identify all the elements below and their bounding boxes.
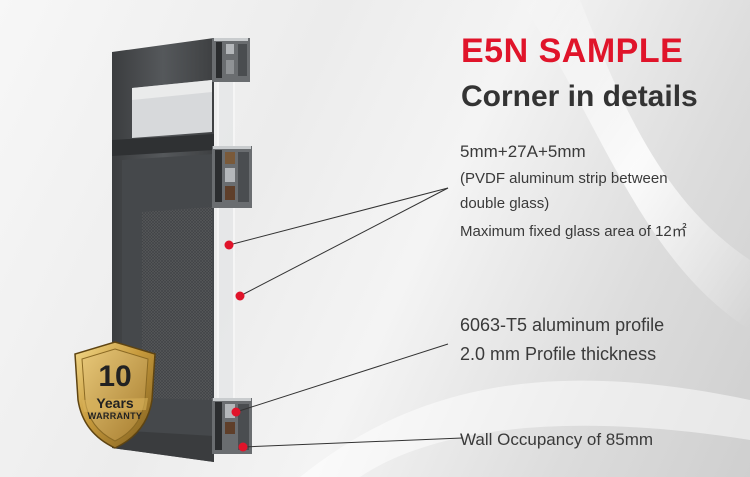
callout-line-wall <box>242 437 463 448</box>
warranty-years-number: 10 <box>98 360 132 393</box>
marker-glass-1 <box>224 240 234 250</box>
spec-wall-occupancy: Wall Occupancy of 85mm <box>460 430 654 449</box>
marker-profile <box>231 407 241 417</box>
spec-glass-note-line1: (PVDF aluminum strip between <box>460 170 668 187</box>
spec-profile-material: 6063-T5 aluminum profile <box>460 315 665 335</box>
warranty-label: WARRANTY <box>87 411 143 421</box>
warranty-shield-icon <box>74 341 156 449</box>
insect-screen <box>142 207 212 400</box>
product-title: E5N SAMPLE <box>461 32 684 70</box>
spec-glass-note-line2: double glass) <box>460 195 550 212</box>
marker-glass-2 <box>235 291 245 301</box>
callout-line-profile <box>235 343 449 413</box>
spec-glass-area: Maximum fixed glass area of 12㎡ <box>460 223 687 240</box>
spec-glass-config: 5mm+27A+5mm <box>460 142 586 161</box>
marker-wall <box>238 442 248 452</box>
spec-profile-thickness: 2.0 mm Profile thickness <box>460 344 657 364</box>
warranty-years-unit: Years <box>96 395 134 411</box>
callout-line-glass-1 <box>228 187 449 246</box>
product-subtitle: Corner in details <box>461 80 698 113</box>
callout-line-glass-2 <box>239 187 449 297</box>
